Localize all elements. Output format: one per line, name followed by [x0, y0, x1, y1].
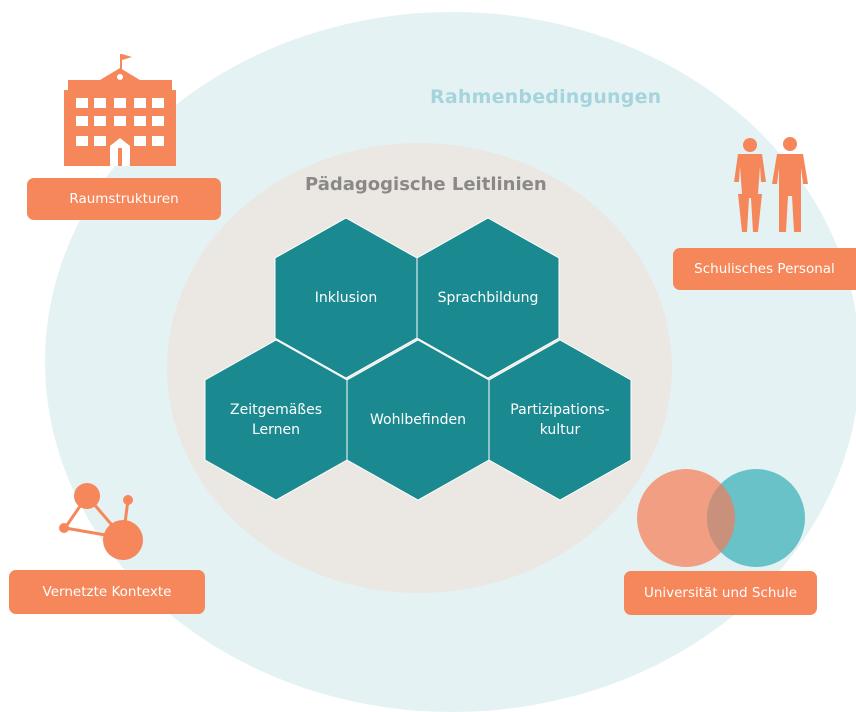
venn-diagram-icon — [637, 469, 805, 567]
hex-label-partizipation-line2: kultur — [539, 422, 581, 438]
hex-label-wohlbefinden: Wohlbefinden — [370, 412, 466, 428]
people-icon — [734, 137, 808, 232]
condition-schulisches-personal: Schulisches Personal — [673, 248, 856, 290]
hex-label-partizipation-line1: Partizipations- — [510, 402, 610, 418]
hex-label-inklusion: Inklusion — [314, 290, 378, 306]
frame-conditions-title: Rahmenbedingungen — [430, 86, 662, 108]
hex-partizipation — [488, 339, 632, 501]
hex-label-zeitgemaesses-lernen: Zeitgemäßes Lernen — [215, 400, 337, 440]
hex-sprachbildung — [416, 217, 560, 379]
hex-label-partizipation: Partizipations- kultur — [499, 400, 621, 440]
hex-label-zeitgemaesses-line1: Zeitgemäßes — [229, 402, 323, 418]
school-building-icon — [64, 54, 176, 166]
principles-hexagons — [204, 217, 632, 501]
condition-raumstrukturen: Raumstrukturen — [27, 178, 221, 220]
hex-label-zeitgemaesses-line2: Lernen — [251, 422, 301, 438]
network-icon — [59, 483, 143, 560]
hex-label-sprachbildung: Sprachbildung — [437, 290, 539, 306]
condition-universitaet-und-schule: Universität und Schule — [624, 571, 817, 615]
condition-vernetzte-kontexte: Vernetzte Kontexte — [9, 570, 205, 614]
guidelines-title: Pädagogische Leitlinien — [305, 174, 547, 195]
